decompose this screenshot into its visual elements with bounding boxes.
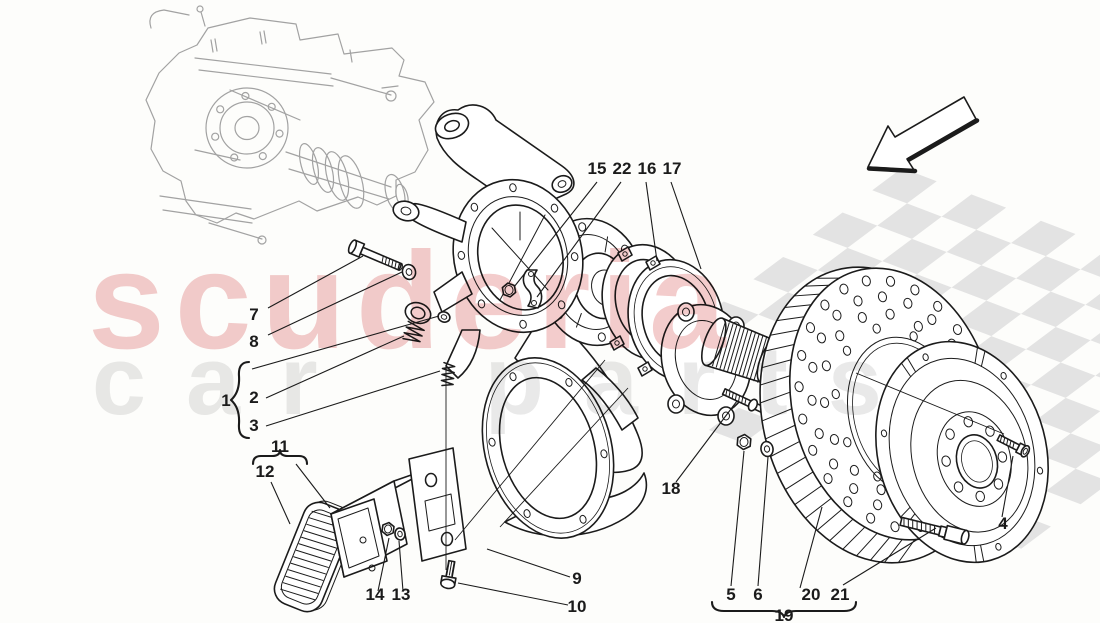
duct-grille — [273, 500, 357, 613]
brand-text: scuderia — [88, 224, 736, 378]
brand-watermark: scuderia car parts — [88, 224, 922, 435]
part-label-4: 4 — [998, 514, 1008, 533]
retainer-clip — [522, 269, 543, 309]
spring-lower — [440, 361, 456, 387]
part-label-20: 20 — [802, 585, 821, 604]
part-label-13: 13 — [392, 585, 411, 604]
part-label-22: 22 — [613, 159, 632, 178]
duct-bolt — [440, 559, 457, 590]
part-label-5: 5 — [726, 585, 735, 604]
disc-washer — [760, 440, 774, 458]
part-label-18: 18 — [662, 479, 681, 498]
disc-stud — [899, 516, 970, 545]
part-label-17: 17 — [663, 159, 682, 178]
hub-nut — [501, 282, 517, 298]
part-label-15: 15 — [588, 159, 607, 178]
brake-cooling-duct — [273, 447, 467, 613]
leader-lines — [251, 181, 1014, 606]
tagline-text: car parts — [92, 326, 922, 435]
driveline-assembly-faded — [145, 5, 435, 245]
part-label-21: 21 — [831, 585, 850, 604]
part-label-19: 19 — [775, 606, 794, 623]
spring-upper — [402, 320, 425, 343]
part-label-2: 2 — [249, 388, 258, 407]
part-label-14: 14 — [366, 585, 385, 604]
part-label-8: 8 — [249, 332, 258, 351]
brace-group-1 — [229, 360, 251, 440]
part-label-6: 6 — [753, 585, 762, 604]
part-label-1: 1 — [221, 391, 230, 410]
disc-hat — [875, 340, 1049, 564]
brace-group-11 — [251, 448, 309, 466]
disc-nut — [736, 433, 752, 451]
duct-washer — [394, 527, 406, 541]
brace-group-19 — [710, 600, 858, 619]
knuckle-bolt — [347, 239, 403, 271]
assembly-axis-lines — [445, 359, 1005, 570]
hat-bolt — [996, 434, 1031, 458]
part-label-9: 9 — [572, 569, 581, 588]
part-label-3: 3 — [249, 416, 258, 435]
knuckle-washer — [401, 263, 417, 281]
dust-shield — [481, 357, 648, 539]
part-label-10: 10 — [568, 597, 587, 616]
direction-arrow — [866, 96, 980, 174]
part-label-16: 16 — [638, 159, 657, 178]
part-label-11: 11 — [271, 437, 289, 456]
duct-nut — [381, 521, 395, 537]
group-braces — [229, 360, 858, 619]
part-label-12: 12 — [256, 462, 275, 481]
part-label-7: 7 — [249, 305, 258, 324]
